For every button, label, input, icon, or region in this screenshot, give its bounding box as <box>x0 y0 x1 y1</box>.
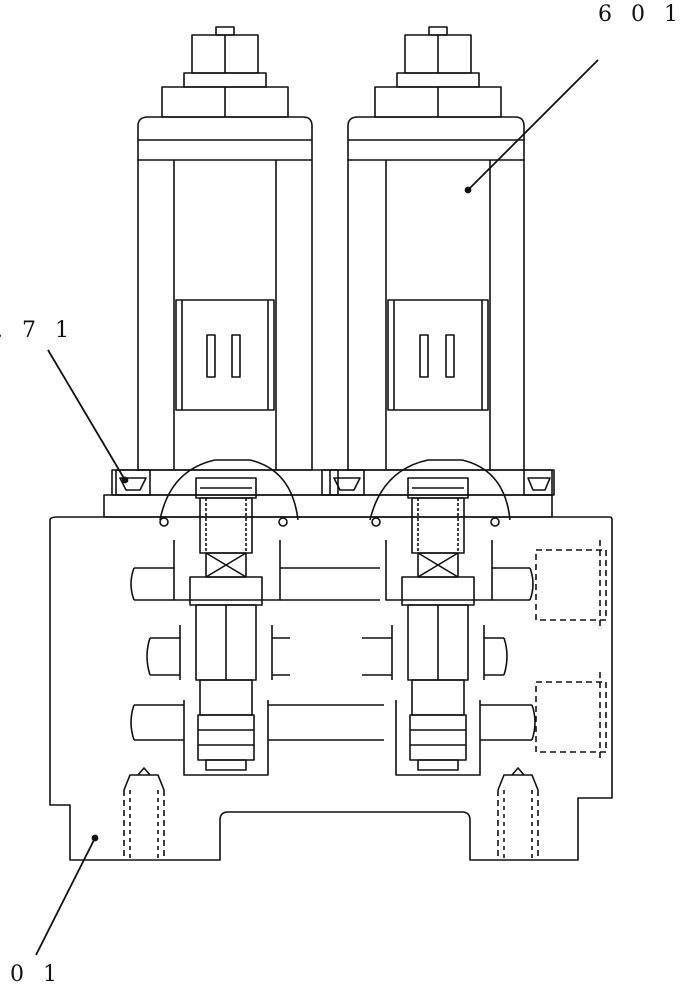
callout-label-left: . 7 1 <box>0 318 75 343</box>
callout-label-top-right: 6 0 1 <box>598 2 684 27</box>
solenoid-right <box>321 26 555 521</box>
side-ports <box>535 540 607 760</box>
leader-top-right <box>467 59 599 191</box>
solenoid-left <box>111 26 339 521</box>
cartridge-right <box>362 477 536 776</box>
leader-bottom-left <box>35 837 96 956</box>
valve-assembly-drawing <box>35 26 613 956</box>
manifold-block <box>49 494 613 861</box>
mounting-bolts <box>123 767 539 860</box>
cartridge-left <box>130 477 384 776</box>
callout-label-bottom-left: 0 1 <box>10 962 63 987</box>
leader-lines <box>35 59 599 956</box>
leader-left <box>47 349 126 481</box>
